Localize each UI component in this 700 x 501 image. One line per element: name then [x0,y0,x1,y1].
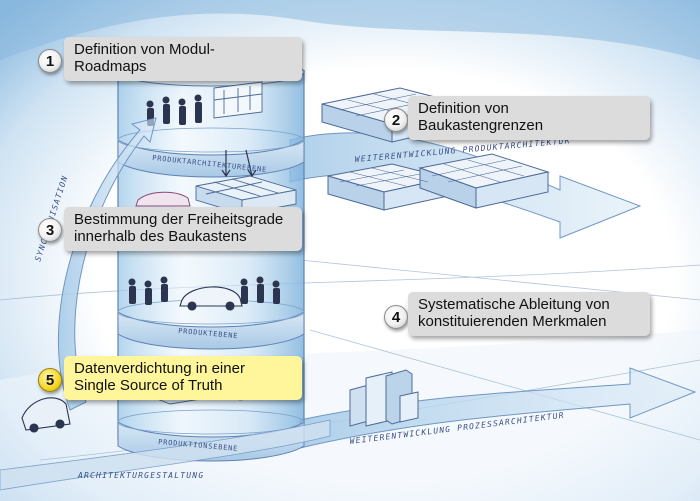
whiteboard-sketch [213,81,263,119]
step-5-callout: Datenverdichtung in einer Single Source … [64,356,302,400]
step-3-callout: Bestimmung der Freiheitsgrade innerhalb … [64,207,302,251]
step-2-badge: 2 [384,108,408,132]
step-4-line2: konstituierenden Merkmalen [418,313,607,330]
step-1-callout: Definition von Modul- Roadmaps [64,37,302,81]
step-2-line1: Definition von [418,100,509,117]
people-sketch-product [128,276,280,305]
car-sketch-lower-left [21,397,71,433]
tower-band-produkt [117,311,305,350]
step-2-callout: Definition von Baukastengrenzen [408,96,650,140]
step-4-line1: Systematische Ableitung von [418,296,610,313]
step-5-line2: Single Source of Truth [74,377,223,394]
sky-streak [0,0,700,60]
step-3-line1: Bestimmung der Freiheitsgrade [74,211,284,228]
car-sketch-middle [135,191,191,207]
step-3-line2: innerhalb des Baukastens [74,228,247,245]
step-1-line1: Definition von Modul- [74,41,215,58]
tower [117,57,305,462]
step-1-badge: 1 [38,49,62,73]
step-4-badge: 4 [384,305,408,329]
people-sketch-top [146,94,202,126]
step-1-line2: Roadmaps [74,58,147,75]
architekturgestaltung-label: ARCHITEKTURGESTALTUNG [77,471,204,480]
step-5-line1: Datenverdichtung in einer [74,360,245,377]
tower-band-produktarchitektur [117,139,305,178]
step-3-badge: 3 [38,218,62,242]
down-arrows [221,149,257,178]
step-4-callout: Systematische Ableitung von konstituiere… [408,292,650,336]
process-architecture-arrow [299,367,697,449]
step-5-badge: 5 [38,368,62,392]
architecture-flow-band [0,419,331,491]
car-sketch-product [179,286,243,311]
step-2-line2: Baukastengrenzen [418,117,544,134]
factory-buildings [349,369,419,427]
